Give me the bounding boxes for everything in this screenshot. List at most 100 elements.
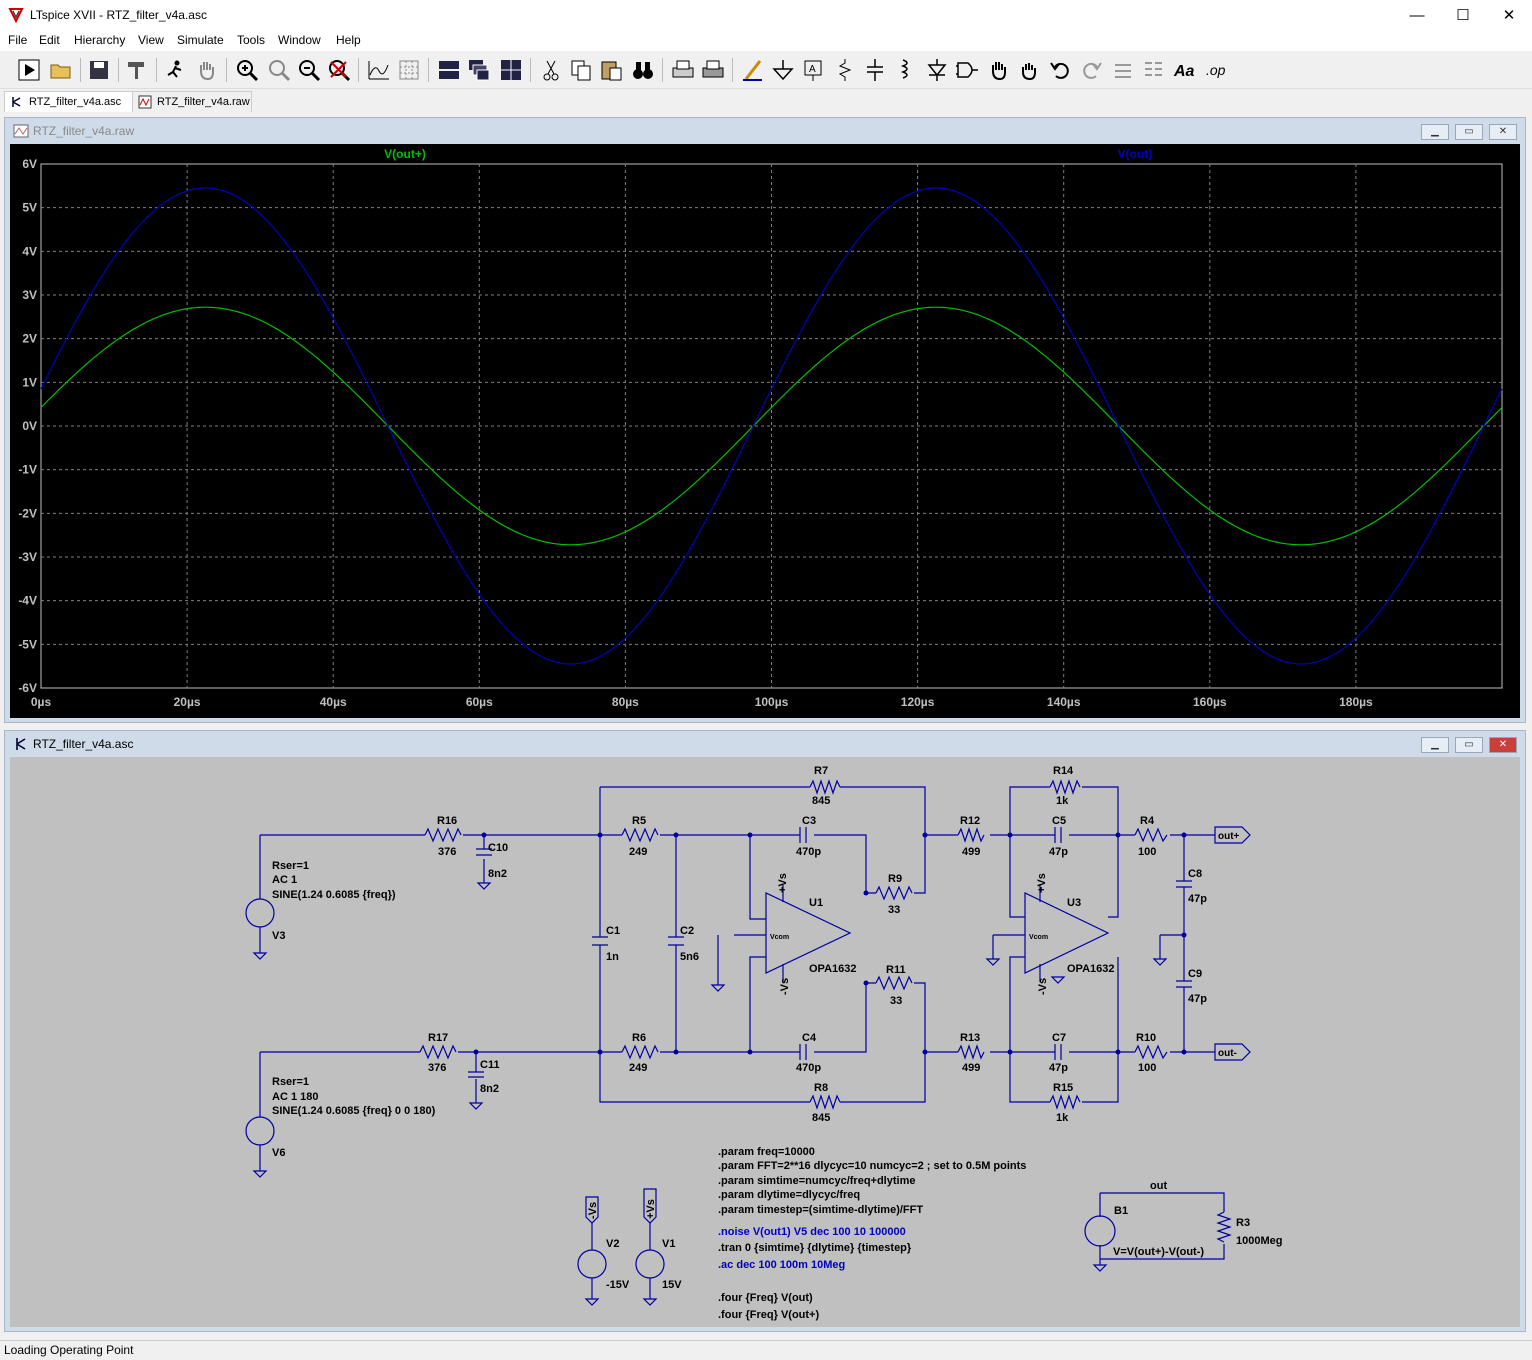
menu-tools[interactable]: Tools: [237, 33, 266, 47]
cascade-icon[interactable]: [466, 57, 492, 83]
diode-icon[interactable]: [924, 57, 950, 83]
text-icon[interactable]: Aa: [1172, 57, 1198, 83]
label: V1: [662, 1238, 675, 1250]
label: 33: [888, 904, 900, 916]
halt-runner-icon[interactable]: [162, 57, 188, 83]
redo-icon[interactable]: [1078, 57, 1104, 83]
cut-icon[interactable]: [538, 57, 564, 83]
schematic-restore-button[interactable]: ▭: [1455, 737, 1483, 753]
print-icon[interactable]: [700, 57, 726, 83]
undo-icon[interactable]: [1048, 57, 1074, 83]
print-preview-icon[interactable]: [670, 57, 696, 83]
run-icon[interactable]: [16, 57, 42, 83]
find-binoculars-icon[interactable]: [630, 57, 656, 83]
label: 33: [890, 995, 902, 1007]
tab-waveform[interactable]: RTZ_filter_v4a.raw: [132, 91, 252, 112]
capacitor-icon[interactable]: [862, 57, 888, 83]
inductor-icon[interactable]: [892, 57, 918, 83]
paste-icon[interactable]: [598, 57, 624, 83]
tile-horizontal-icon[interactable]: [436, 57, 462, 83]
schematic-canvas[interactable]: R7 845 R14 1k R16 376 C10 8n2 R5 249 C3 …: [10, 757, 1520, 1327]
waveform-icon: [138, 95, 152, 109]
pan-hand-icon[interactable]: [194, 57, 220, 83]
draw-wire-icon[interactable]: [740, 57, 766, 83]
y-tick-label: -5V: [18, 637, 37, 651]
directive: .param FFT=2**16 dlycyc=10 numcyc=2 ; se…: [718, 1160, 1026, 1172]
label: -Vs: [587, 1202, 599, 1219]
directive-comment: .noise V(out1) V5 dec 100 10 100000: [718, 1226, 906, 1238]
move-hand-icon[interactable]: [986, 57, 1012, 83]
label: 249: [629, 846, 647, 858]
label: V3: [272, 930, 285, 942]
open-folder-icon[interactable]: [48, 57, 74, 83]
control-panel-hammer-icon[interactable]: [124, 57, 150, 83]
zoom-fit-icon[interactable]: [266, 57, 292, 83]
copy-icon[interactable]: [568, 57, 594, 83]
ltspice-logo-icon: [8, 8, 24, 23]
label: 499: [962, 1062, 980, 1074]
close-button[interactable]: ✕: [1502, 7, 1516, 24]
drag-hand-icon[interactable]: [1016, 57, 1042, 83]
waveform-restore-button[interactable]: ▭: [1455, 124, 1483, 140]
label: V6: [272, 1147, 285, 1159]
save-icon[interactable]: [86, 57, 112, 83]
label: R4: [1140, 815, 1155, 827]
label: 499: [962, 846, 980, 858]
schematic-close-button[interactable]: ✕: [1489, 737, 1517, 753]
menu-simulate[interactable]: Simulate: [177, 33, 224, 47]
label: R5: [632, 815, 646, 827]
menu-hierarchy[interactable]: Hierarchy: [74, 33, 126, 47]
schematic-minimize-button[interactable]: ▁: [1421, 737, 1449, 753]
label: C11: [480, 1059, 500, 1071]
label: C2: [680, 925, 694, 937]
label: R7: [814, 765, 828, 777]
resistor-icon[interactable]: [832, 57, 858, 83]
minimize-button[interactable]: —: [1409, 7, 1425, 24]
status-bar: Loading Operating Point: [0, 1340, 1532, 1360]
tile-vertical-icon[interactable]: [498, 57, 524, 83]
label: +Vs: [645, 1199, 657, 1219]
component-icon[interactable]: [954, 57, 980, 83]
autorange-icon[interactable]: [366, 57, 392, 83]
zoom-cancel-icon[interactable]: [326, 57, 352, 83]
svg-text:.op: .op: [1206, 62, 1226, 78]
menu-edit[interactable]: Edit: [39, 33, 60, 47]
tab-schematic[interactable]: RTZ_filter_v4a.asc: [4, 91, 134, 112]
waveform-minimize-button[interactable]: ▁: [1421, 124, 1449, 140]
menu-view[interactable]: View: [138, 33, 164, 47]
ground-icon[interactable]: [770, 57, 796, 83]
menu-window[interactable]: Window: [278, 33, 321, 47]
zoom-in-icon[interactable]: [234, 57, 260, 83]
label: R11: [886, 964, 906, 976]
waveform-window-title: RTZ_filter_v4a.raw: [33, 124, 135, 138]
label-net-icon[interactable]: A: [800, 57, 826, 83]
label: 1n: [606, 951, 619, 963]
label: Rser=1: [272, 1076, 309, 1088]
x-tick-label: 0µs: [31, 695, 52, 709]
schematic-drawing[interactable]: R7 845 R14 1k R16 376 C10 8n2 R5 249 C3 …: [10, 757, 1520, 1327]
waveform-close-button[interactable]: ✕: [1489, 124, 1517, 140]
label: R10: [1136, 1032, 1156, 1044]
x-tick-label: 120µs: [901, 695, 935, 709]
label: 8n2: [480, 1083, 499, 1095]
label: 1k: [1056, 1112, 1069, 1124]
label: C8: [1188, 868, 1202, 880]
menu-file[interactable]: File: [8, 33, 28, 47]
label: R14: [1053, 765, 1074, 777]
label: 100: [1138, 846, 1156, 858]
legend-label: V(out): [1118, 147, 1153, 161]
mirror-icon[interactable]: [1140, 57, 1166, 83]
label: R15: [1053, 1082, 1073, 1094]
grid-icon[interactable]: [396, 57, 422, 83]
document-tabs: RTZ_filter_v4a.asc RTZ_filter_v4a.raw: [0, 89, 1532, 113]
spice-directive-icon[interactable]: .op: [1204, 57, 1230, 83]
series-line: [40, 306, 1503, 546]
menu-help[interactable]: Help: [336, 33, 361, 47]
maximize-button[interactable]: ☐: [1456, 7, 1470, 24]
junction-dots: [473, 832, 1187, 1055]
zoom-out-icon[interactable]: [296, 57, 322, 83]
window-title: LTspice XVII - RTZ_filter_v4a.asc: [30, 8, 207, 22]
rotate-icon[interactable]: [1110, 57, 1136, 83]
